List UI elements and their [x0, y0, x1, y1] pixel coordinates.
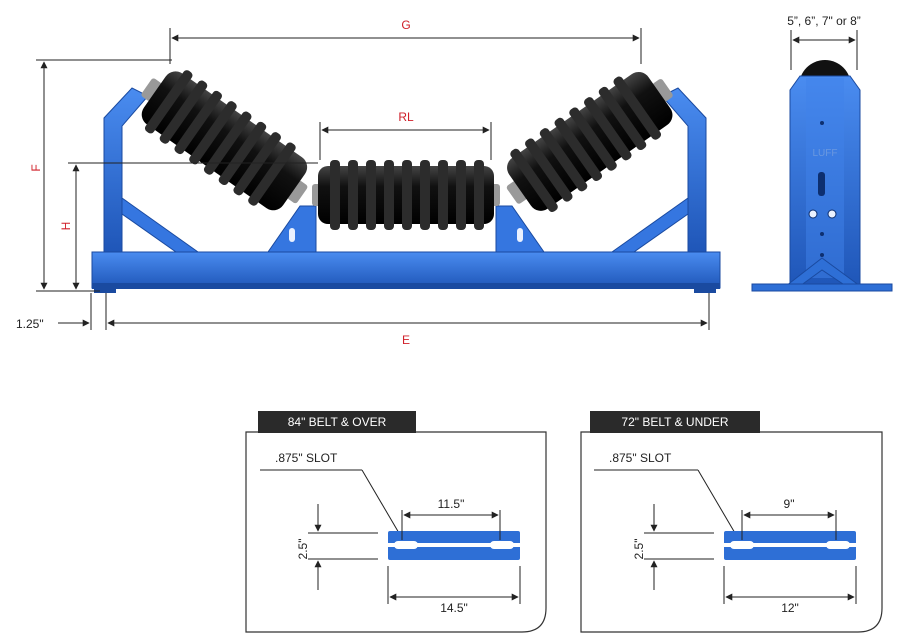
dim-inner: 9": [784, 497, 795, 511]
front-view: [91, 70, 721, 293]
dim-outer: 12": [781, 601, 799, 615]
side-width-label: 5”, 6”, 7" or 8”: [787, 14, 861, 28]
detail-panel-84-over: 84" BELT & OVER .875" SLOT 2.5" 11.5" 14…: [245, 411, 547, 633]
side-view: 5”, 6”, 7" or 8” LUFF: [751, 14, 893, 292]
panel-title: 84" BELT & OVER: [288, 415, 387, 429]
dim-label-offset: 1.25": [16, 317, 44, 331]
side-base-plate: [751, 283, 893, 292]
center-bracket-right-slot: [517, 228, 523, 242]
panel-tab: [590, 411, 760, 433]
panel-tab: [258, 411, 416, 433]
dim-label-e: E: [402, 333, 410, 347]
dim-height: 2.5": [296, 539, 310, 560]
dim-outer: 14.5": [440, 601, 468, 615]
panel-title: 72" BELT & UNDER: [621, 415, 729, 429]
dim-height: 2.5": [632, 539, 646, 560]
center-bracket-left-slot: [289, 228, 295, 242]
detail-panel-72-under: 72" BELT & UNDER .875" SLOT 2.5" 9" 12": [580, 411, 883, 633]
dim-label-f: F: [29, 164, 43, 171]
right-gusset: [610, 197, 689, 253]
left-gusset: [121, 197, 200, 253]
center-roller: [312, 160, 500, 230]
dimensions-front: G RL F H 1.25" E: [16, 18, 710, 347]
slot-label: .875" SLOT: [275, 451, 338, 465]
right-wing-roller: [506, 71, 673, 213]
side-logo: LUFF: [813, 148, 838, 159]
base-beam-edge: [92, 283, 720, 289]
dim-label-rl: RL: [398, 110, 414, 124]
foot-left: [94, 287, 116, 293]
left-wing-roller: [141, 70, 308, 211]
dim-inner: 11.5": [438, 497, 465, 511]
base-beam: [91, 251, 721, 289]
dim-label-h: H: [59, 222, 73, 231]
dim-label-g: G: [401, 18, 410, 32]
slot-label: .875" SLOT: [609, 451, 672, 465]
foot-right: [694, 287, 716, 293]
